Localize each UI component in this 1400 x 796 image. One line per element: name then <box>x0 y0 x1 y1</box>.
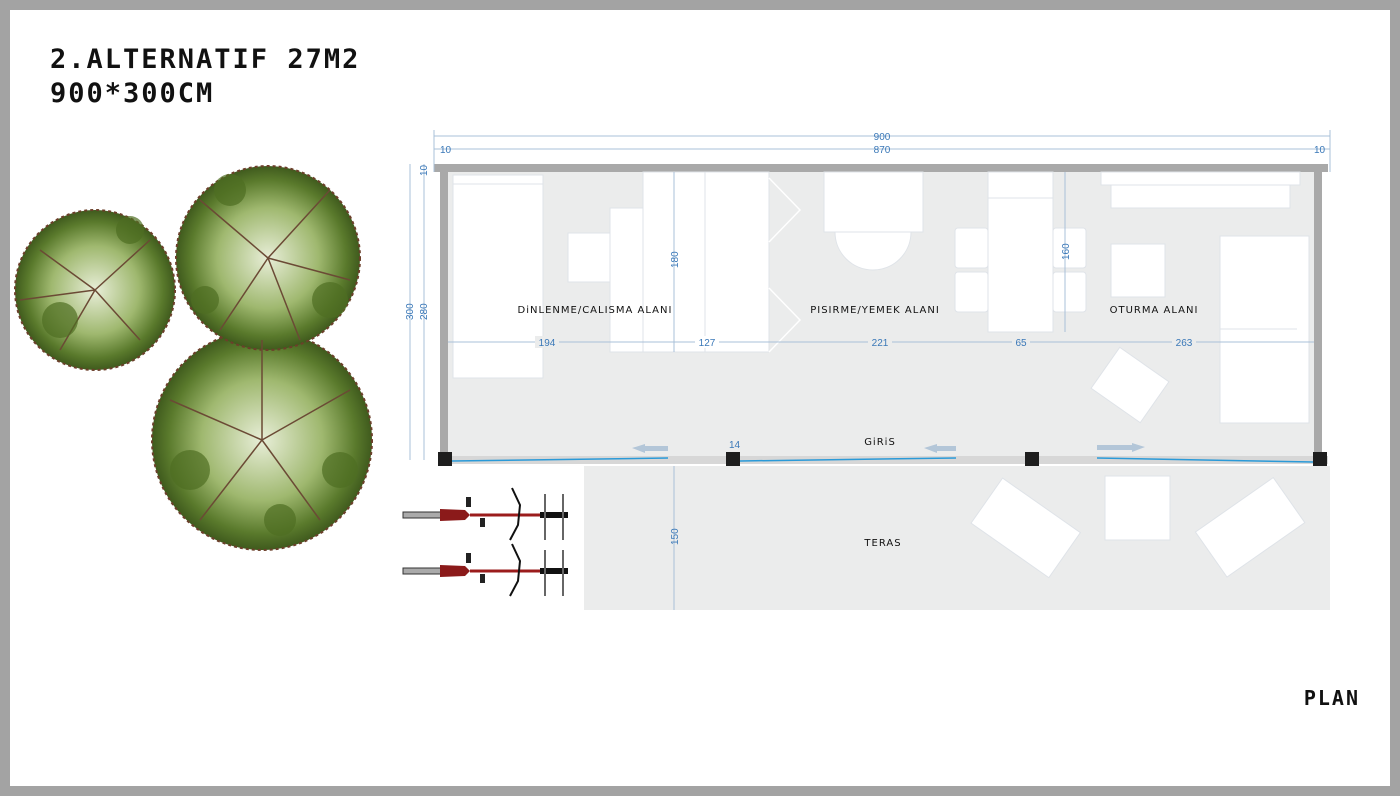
dining-table <box>987 171 1054 333</box>
dim-seg: 263 <box>1176 338 1193 349</box>
dim-total-width: 900 <box>874 132 891 143</box>
room-label-rest-work: DiNLENME/CALISMA ALANI <box>518 305 673 316</box>
room-label-terrace: TERAS <box>863 538 901 549</box>
desk-chair <box>567 232 611 283</box>
title-line-1: 2.ALTERNATIF 27M2 <box>50 44 361 75</box>
dining-chair <box>954 227 989 269</box>
round-table <box>834 231 912 271</box>
room-label-kitchen-dining: PISIRME/YEMEK ALANI <box>810 305 940 316</box>
dim-wall-top: 10 <box>419 164 430 176</box>
dim-wardrobe: 180 <box>670 251 681 268</box>
sliding-arrows <box>632 443 1145 453</box>
wardrobe <box>642 171 770 353</box>
armchair <box>1090 346 1170 424</box>
title-line-2: 900*300CM <box>50 78 215 109</box>
desk <box>609 207 644 353</box>
column-posts <box>438 452 1327 466</box>
plan-label: PLAN <box>1303 686 1360 710</box>
dining-chair <box>1052 271 1087 313</box>
bicycle-icon <box>401 487 570 598</box>
dim-wall-right: 10 <box>1314 145 1326 156</box>
furniture <box>452 171 1310 579</box>
room-label-entrance: GiRiS <box>864 437 896 448</box>
dim-seg: 221 <box>872 338 889 349</box>
dim-total-depth: 300 <box>405 303 416 320</box>
dim-inner-width: 870 <box>874 145 891 156</box>
dim-table: 160 <box>1061 243 1072 260</box>
dining-chair <box>954 271 989 313</box>
dim-seg: 194 <box>539 338 556 349</box>
dim-seg: 127 <box>699 338 716 349</box>
dim-post: 14 <box>729 440 741 451</box>
dim-inner-depth: 280 <box>419 303 430 320</box>
terrace-lounger <box>970 477 1082 579</box>
pouf <box>1110 243 1166 298</box>
bed <box>452 174 544 379</box>
dimension-lines <box>409 130 1331 610</box>
kitchen-counter <box>823 171 924 233</box>
terrace-lounger <box>1194 476 1306 578</box>
dim-seg: 65 <box>1015 338 1027 349</box>
dim-terrace: 150 <box>670 528 681 545</box>
tv-unit <box>1100 171 1301 186</box>
tree-icon <box>14 165 373 551</box>
glass-doors <box>451 457 1314 463</box>
right-wall <box>1314 172 1322 458</box>
segment-dimensions: 194 127 221 65 263 <box>535 336 1196 349</box>
front-facade <box>440 456 1328 464</box>
dim-wall-left: 10 <box>440 145 452 156</box>
left-wall <box>440 172 448 458</box>
top-wall <box>434 164 1328 172</box>
room-label-living: OTURMA ALANI <box>1110 305 1199 316</box>
terrace-table <box>1104 475 1171 541</box>
